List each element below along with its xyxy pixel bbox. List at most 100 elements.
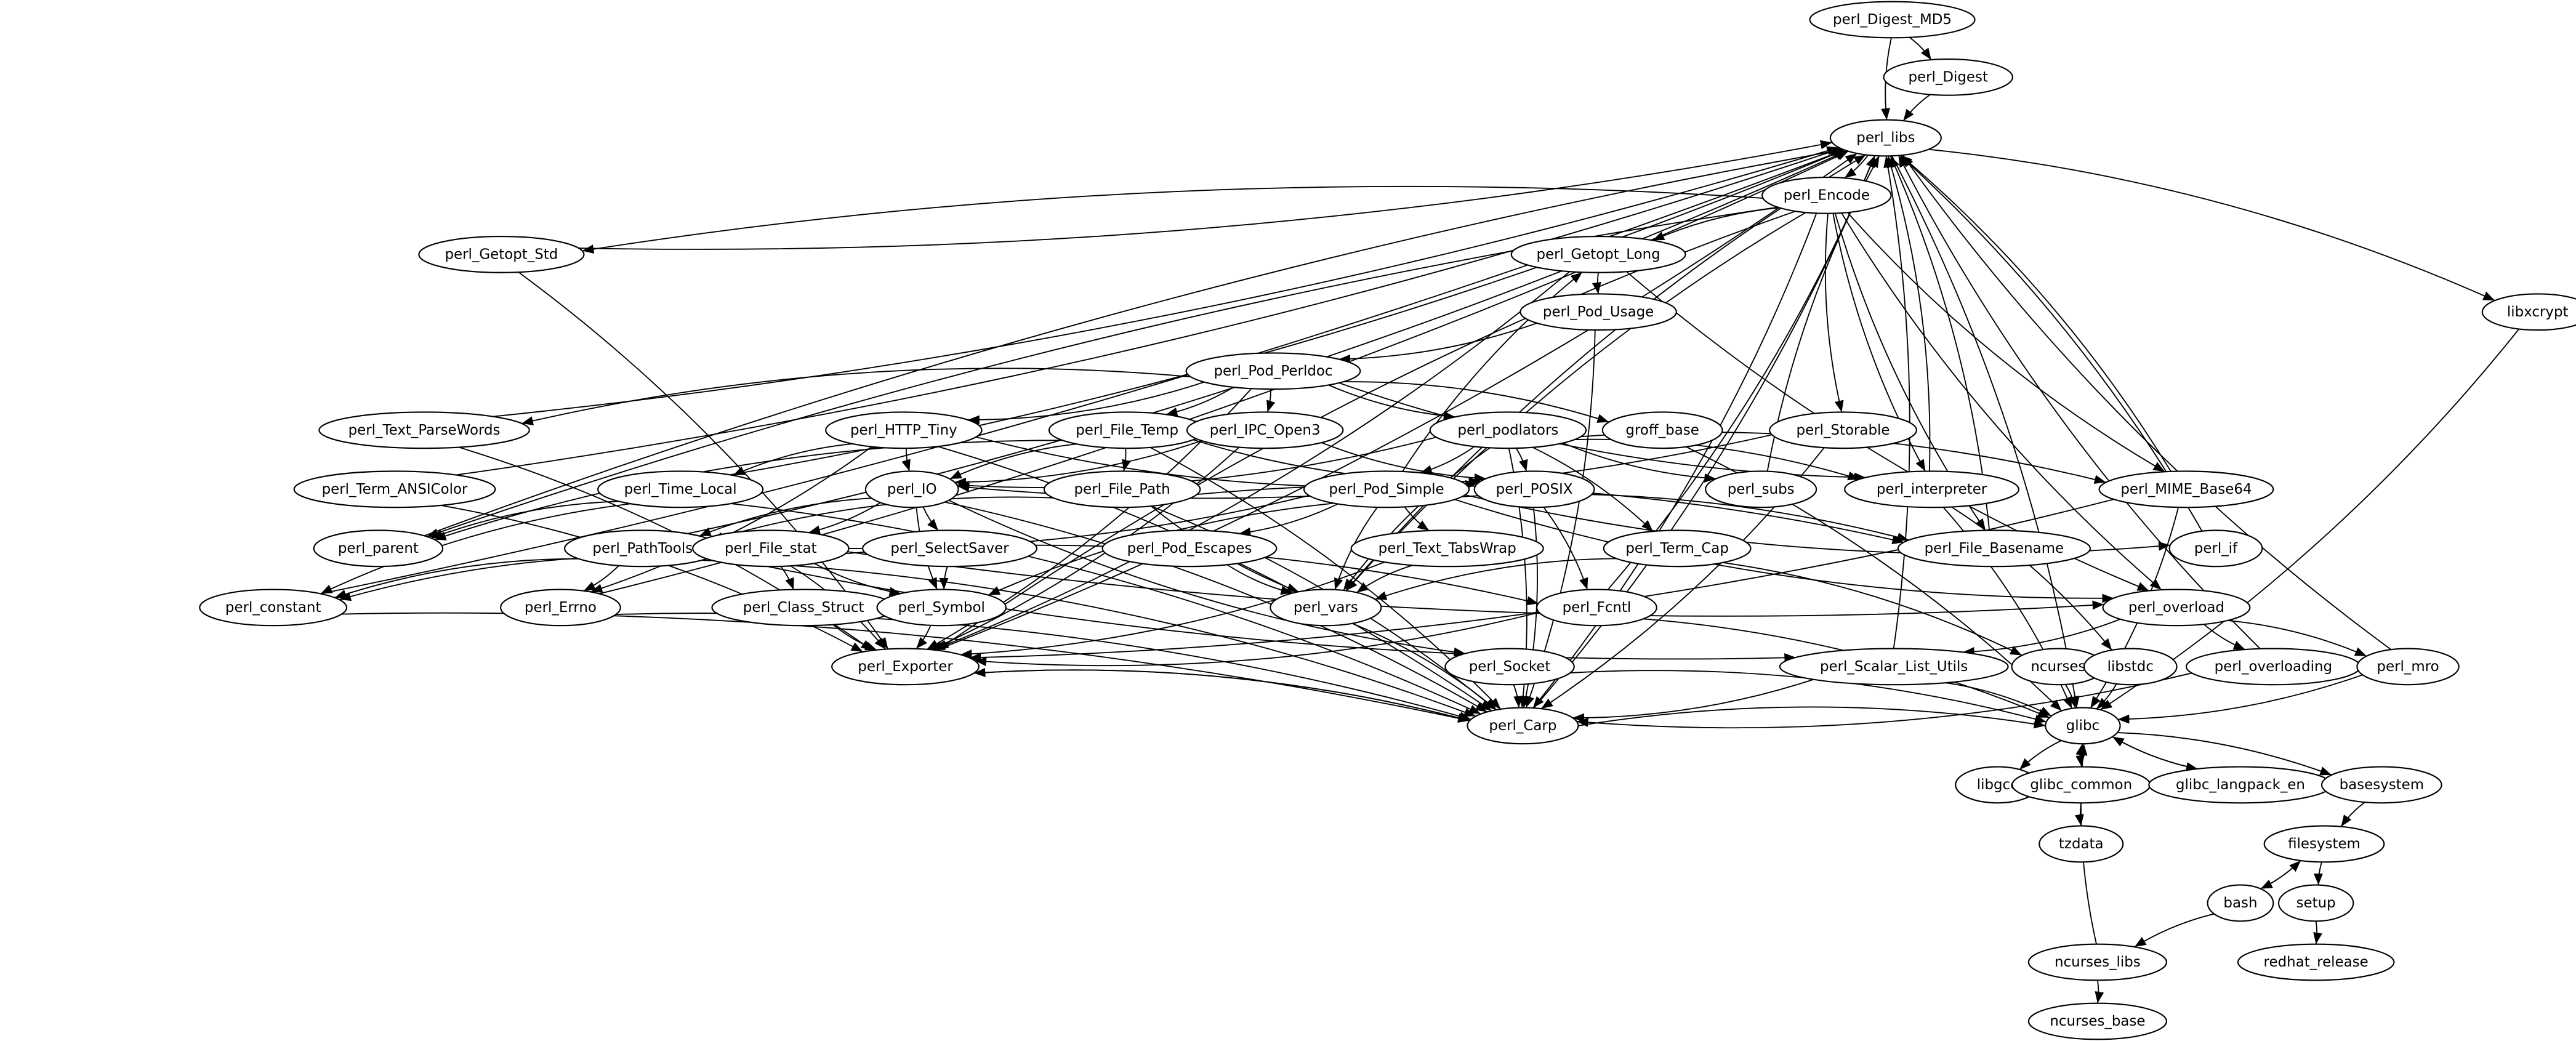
edge-perl-podlators-to-perl-io [957, 436, 1437, 491]
node-perl-file-path[interactable]: perl_File_Path [1043, 470, 1201, 508]
node-ellipse [1473, 470, 1595, 508]
node-perl-subs[interactable]: perl_subs [1705, 470, 1817, 508]
node-label: perl_File_Temp [1076, 422, 1178, 438]
node-perl-getopt-long[interactable]: perl_Getopt_Long [1510, 236, 1686, 273]
edge-perl-ipc-open3-to-perl-exporter [931, 446, 1240, 651]
edge-perl-scalar-list-utils-to-perl-carp [1572, 678, 1814, 723]
node-label: libstdc [2107, 659, 2154, 675]
node-glibc-langpack-en[interactable]: glibc_langpack_en [2148, 766, 2333, 804]
node-label: perl_Text_TabsWrap [1379, 541, 1516, 557]
node-perl-socket[interactable]: perl_Socket [1444, 648, 1575, 686]
edge-perl-file-stat-to-perl-symbol [813, 563, 901, 597]
node-glibc[interactable]: glibc [2045, 707, 2121, 745]
node-label: ncurses [2031, 659, 2085, 675]
node-ellipse [1270, 589, 1382, 627]
edge-perl-parent-to-perl-libs [424, 147, 1843, 537]
node-perl-digest-md5[interactable]: perl_Digest_MD5 [1809, 1, 1976, 39]
node-perl-scalar-list-utils[interactable]: perl_Scalar_List_Utils [1779, 648, 2009, 686]
node-redhat-release[interactable]: redhat_release [2237, 943, 2395, 981]
node-ellipse [2027, 1002, 2168, 1040]
node-perl-file-temp[interactable]: perl_File_Temp [1048, 411, 1206, 449]
node-perl-interpreter[interactable]: perl_interpreter [1844, 470, 2019, 508]
edge-perl-io-to-perl-selectsaver [922, 506, 939, 531]
node-filesystem[interactable]: filesystem [2263, 825, 2385, 863]
node-groff-base[interactable]: groff_base [1601, 411, 1723, 449]
node-ellipse [825, 411, 983, 449]
node-tzdata[interactable]: tzdata [2039, 825, 2124, 863]
edge-perl-encode-to-perl-getopt-std [582, 185, 1763, 254]
node-perl-text-parsewords[interactable]: perl_Text_ParseWords [318, 411, 530, 449]
node-perl-posix[interactable]: perl_POSIX [1473, 470, 1595, 508]
node-ellipse [1769, 411, 1917, 449]
edge-perl-term-ansicolor-to-perl-libs [455, 147, 1841, 476]
node-glibc-common[interactable]: glibc_common [2011, 766, 2151, 804]
node-perl-class-struct[interactable]: perl_Class_Struct [711, 589, 896, 627]
node-perl-io[interactable]: perl_IO [864, 470, 959, 508]
node-perl-overload[interactable]: perl_overload [2102, 589, 2251, 627]
node-perl-pod-usage[interactable]: perl_Pod_Usage [1519, 293, 1677, 331]
node-perl-mime-base64[interactable]: perl_MIME_Base64 [2098, 470, 2274, 508]
node-perl-if[interactable]: perl_if [2168, 529, 2263, 568]
edge-perl-interpreter-to-perl-libs [1886, 156, 1931, 472]
node-perl-vars[interactable]: perl_vars [1270, 589, 1382, 627]
edge-perl-pathtools-to-perl-constant [334, 558, 579, 599]
edge-bash-to-ncurses-libs [2134, 913, 2215, 947]
node-perl-selectsaver[interactable]: perl_SelectSaver [862, 529, 1037, 568]
node-perl-pod-simple[interactable]: perl_Pod_Simple [1303, 470, 1470, 508]
node-ellipse [2237, 943, 2395, 981]
node-ellipse [2356, 648, 2460, 686]
node-libstdc[interactable]: libstdc [2083, 648, 2178, 686]
edge-perl-time-local-to-perl-parent [430, 500, 619, 539]
node-setup[interactable]: setup [2277, 884, 2354, 922]
node-perl-ipc-open3[interactable]: perl_IPC_Open3 [1186, 411, 1344, 449]
edge-perl-mro-to-glibc [2117, 674, 2363, 724]
node-perl-time-local[interactable]: perl_Time_Local [597, 470, 764, 508]
node-perl-file-stat[interactable]: perl_File_stat [692, 529, 850, 568]
node-perl-pod-escapes[interactable]: perl_Pod_Escapes [1101, 529, 1278, 568]
node-perl-storable[interactable]: perl_Storable [1769, 411, 1917, 449]
edge-perl-digest-to-perl-libs [1902, 94, 1931, 121]
node-label: perl_Exporter [858, 659, 953, 675]
node-perl-encode[interactable]: perl_Encode [1761, 176, 1892, 214]
node-ellipse [2481, 293, 2576, 331]
node-label: perl_Socket [1469, 659, 1551, 675]
node-perl-digest[interactable]: perl_Digest [1883, 58, 2013, 96]
edge-perl-pod-perldoc-to-perl-ipc-open3 [1266, 389, 1276, 412]
node-perl-parent[interactable]: perl_parent [313, 529, 444, 568]
node-ellipse [1601, 411, 1723, 449]
node-perl-libs[interactable]: perl_libs [1829, 119, 1942, 157]
node-label: perl_vars [1294, 600, 1358, 616]
node-perl-term-cap[interactable]: perl_Term_Cap [1603, 529, 1752, 568]
node-ncurses-libs[interactable]: ncurses_libs [2027, 943, 2168, 981]
node-perl-pod-perldoc[interactable]: perl_Pod_Perldoc [1185, 352, 1361, 390]
node-ellipse [1779, 648, 2009, 686]
node-ncurses-base[interactable]: ncurses_base [2027, 1002, 2168, 1040]
node-ellipse [1883, 58, 2013, 96]
node-basesystem[interactable]: basesystem [2320, 766, 2442, 804]
node-libxcrypt[interactable]: libxcrypt [2481, 293, 2576, 331]
node-ellipse [2102, 589, 2251, 627]
node-perl-text-tabswrap[interactable]: perl_Text_TabsWrap [1350, 529, 1544, 568]
edge-filesystem-to-bash [2260, 860, 2301, 890]
node-ncurses[interactable]: ncurses [2011, 648, 2106, 686]
node-perl-term-ansicolor[interactable]: perl_Term_ANSIColor [293, 470, 496, 508]
node-label: perl_Term_Cap [1625, 541, 1729, 557]
node-perl-carp[interactable]: perl_Carp [1467, 707, 1579, 745]
node-ellipse [1510, 236, 1686, 273]
node-perl-pathtools[interactable]: perl_PathTools [564, 529, 722, 568]
node-label: perl_Symbol [898, 600, 985, 616]
edge-perl-overload-to-perl-mro [2227, 620, 2367, 657]
node-perl-overloading[interactable]: perl_overloading [2185, 648, 2361, 686]
node-perl-symbol[interactable]: perl_Symbol [876, 589, 1007, 627]
node-perl-fcntl[interactable]: perl_Fcntl [1536, 589, 1657, 627]
node-perl-errno[interactable]: perl_Errno [500, 589, 621, 627]
node-bash[interactable]: bash [2207, 884, 2274, 922]
node-perl-exporter[interactable]: perl_Exporter [831, 648, 980, 686]
node-perl-http-tiny[interactable]: perl_HTTP_Tiny [825, 411, 983, 449]
node-perl-getopt-std[interactable]: perl_Getopt_Std [418, 236, 585, 273]
node-perl-constant[interactable]: perl_constant [199, 589, 348, 627]
node-perl-mro[interactable]: perl_mro [2356, 648, 2460, 686]
node-perl-file-basename[interactable]: perl_File_Basename [1897, 529, 2091, 568]
node-perl-podlators[interactable]: perl_podlators [1429, 411, 1587, 449]
edge-perl-overload-to-perl-overloading [2203, 624, 2246, 651]
